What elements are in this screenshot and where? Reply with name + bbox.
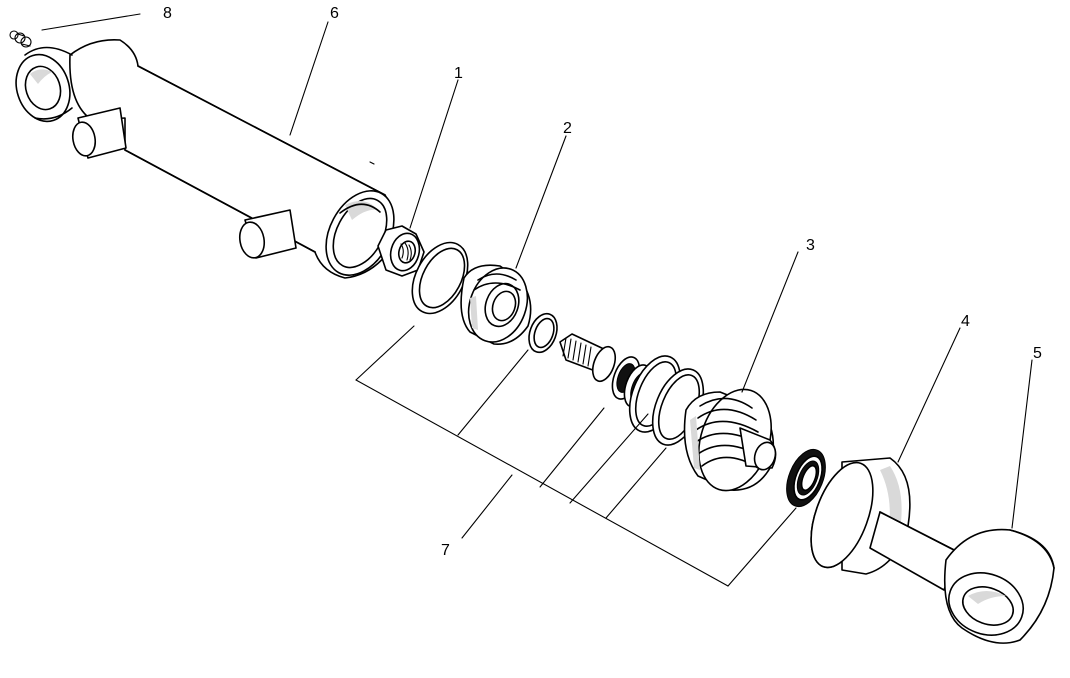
o-ring-pair [628,355,705,446]
o-ring-small [528,312,558,354]
callout-6: 6 [330,5,339,22]
callout-2: 2 [563,120,572,137]
o-ring-large [411,241,469,315]
callout-labels: 8 6 1 2 3 4 5 7 [163,5,1042,559]
rod-end-threaded [559,333,617,383]
part-2-gland [460,264,532,345]
part-8-grease-fitting [9,30,32,48]
callout-4: 4 [961,313,970,330]
callout-1: 1 [454,65,463,82]
part-5-rod-and-eye [869,511,1055,644]
part-3-piston [683,388,777,492]
part-1-nut [377,225,425,277]
wiper-seal [786,448,826,508]
leader-lines [41,13,1033,587]
callout-3: 3 [806,237,815,254]
part-6-cylinder-barrel [15,38,395,279]
callout-7: 7 [441,542,450,559]
callout-8: 8 [163,5,172,22]
callout-5: 5 [1033,345,1042,362]
